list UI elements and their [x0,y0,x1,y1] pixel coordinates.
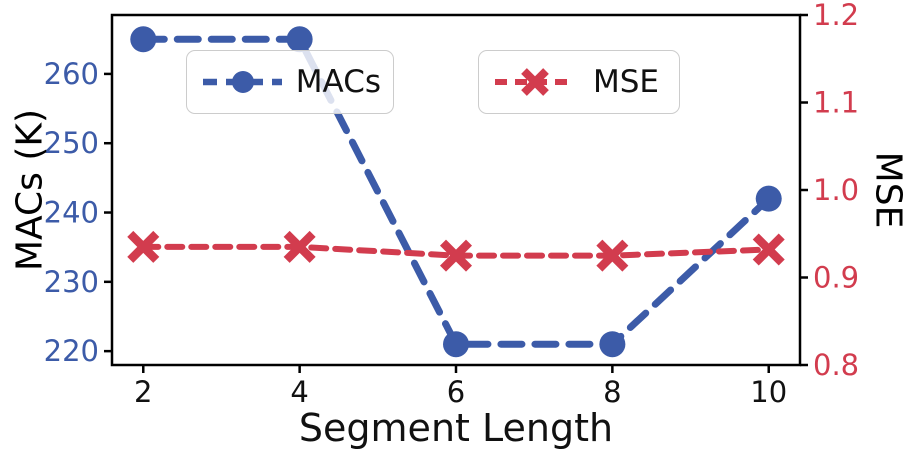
marker-circle-macs [755,185,782,212]
legend-sample-line-mse-icon [495,68,575,96]
legend-label-mse: MSE [593,64,660,100]
left-y-tick-label: 220 [44,334,99,368]
legend-box-mse: MSE [478,50,680,114]
x-tick-label: 6 [447,375,465,409]
marker-circle-macs [130,26,157,53]
marker-x-mse [596,239,629,272]
left-y-tick-label: 230 [44,265,99,299]
x-tick-label: 2 [134,375,152,409]
marker-x-mse [439,239,473,272]
marker-x-mse [127,230,160,263]
left-y-tick-label: 250 [44,126,99,160]
right-y-tick-label: 1.0 [813,173,859,207]
right-y-tick-label: 1.1 [813,86,859,120]
x-tick-label: 4 [290,375,308,409]
x-tick-label: 10 [750,375,787,409]
x-tick-label: 8 [603,375,621,409]
right-y-tick-label: 0.9 [813,261,859,295]
left-y-axis-label: MACs (K) [9,108,51,272]
marker-x-mse [752,233,785,266]
marker-circle-macs [286,26,313,53]
marker-circle-macs [599,331,626,358]
left-y-tick-label: 260 [44,57,99,91]
legend-label-macs: MACs [295,64,381,100]
marker-x-mse [283,230,316,263]
legend-box-macs: MACs [186,50,394,114]
right-y-axis-label: MSE [867,151,909,229]
legend-sample-line-macs-icon [203,71,282,93]
left-y-tick-label: 240 [44,196,99,230]
marker-circle-macs [443,331,469,358]
right-y-tick-label: 1.2 [813,0,859,32]
x-axis-label: Segment Length [298,406,614,450]
right-y-tick-label: 0.8 [813,348,859,382]
